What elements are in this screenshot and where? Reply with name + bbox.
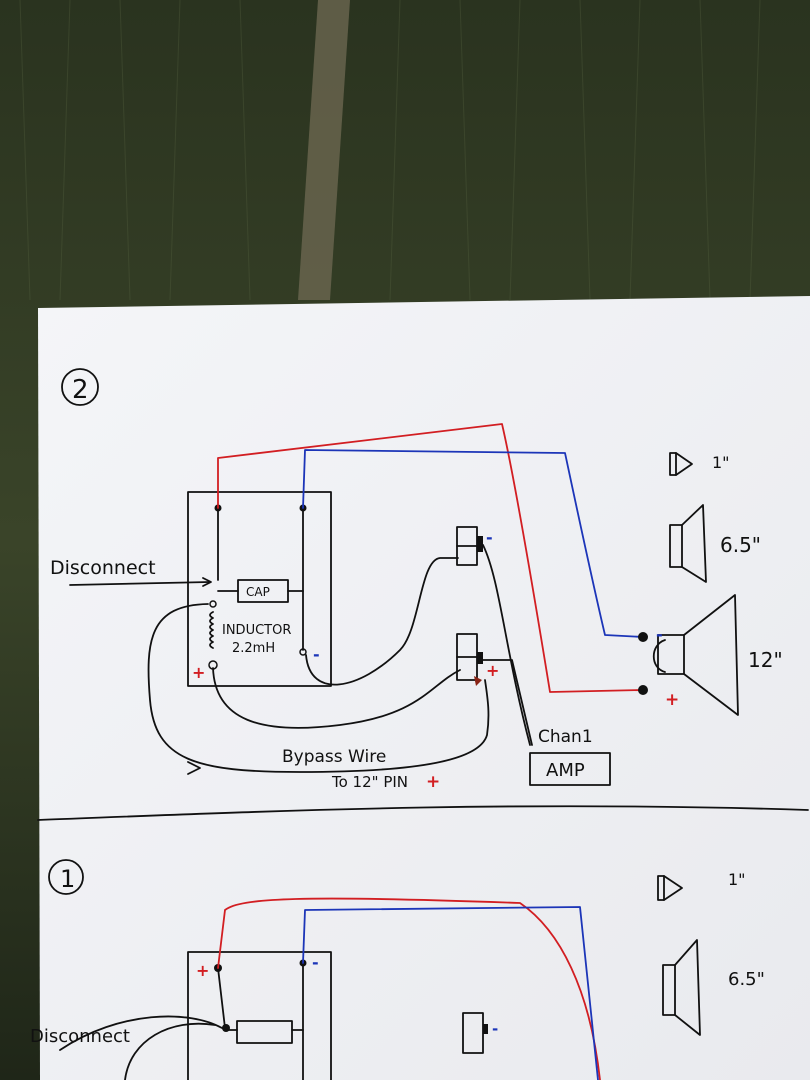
bypass-arrowhead (187, 761, 201, 775)
minus-sign: - (313, 645, 320, 664)
tweeter-size-label: 1" (728, 870, 746, 889)
minus-sign: - (492, 1020, 498, 1038)
amp-box (529, 752, 611, 786)
crossover-board (187, 491, 332, 687)
wall-trim (298, 0, 350, 300)
negative-wire (302, 449, 644, 638)
crossover-left-rail (217, 967, 226, 1029)
positive-wire (217, 423, 644, 693)
crossover-board (187, 951, 332, 1080)
section-divider (37, 805, 809, 821)
amp-label: AMP (546, 760, 585, 781)
amp-wire (482, 659, 533, 746)
plus-sign: + (486, 661, 499, 680)
cap-label: CAP (246, 585, 270, 599)
positive-wire (217, 897, 601, 1080)
disconnect-label: Disconnect (30, 1026, 130, 1047)
midrange-6-5in (669, 504, 707, 583)
disconnect-arrow (59, 1015, 223, 1051)
inductor-label: INDUCTOR (222, 623, 291, 638)
inductor-coil (209, 611, 214, 649)
plus-sign: + (665, 690, 679, 710)
carpet-texture (19, 0, 761, 301)
tweeter-1in (657, 875, 683, 901)
inductor-value: 2.2mH (232, 641, 275, 656)
channel-label: Chan1 (538, 727, 593, 747)
woofer-12in (638, 594, 739, 716)
terminal-block-negative (462, 1012, 488, 1054)
disconnect-arrow (69, 581, 211, 586)
disconnect-arrowhead (202, 577, 212, 587)
amp-wire (482, 544, 531, 746)
to-pin-label: To 12" PIN (331, 773, 408, 791)
minus-sign: - (486, 528, 493, 547)
mid-size-label: 6.5" (720, 533, 761, 557)
step-2-number: 2 (72, 375, 89, 405)
bypass-wire (147, 603, 490, 773)
terminal-block-negative (456, 526, 483, 566)
minus-sign: - (656, 625, 663, 644)
crossover-to-terminal-wire (305, 557, 459, 686)
minus-sign: - (312, 953, 319, 972)
disconnect-label: Disconnect (50, 557, 156, 579)
terminal-block-positive (456, 633, 483, 686)
tweeter-1in (669, 452, 693, 476)
disconnect-arc (124, 1022, 216, 1080)
paper-sheet (38, 296, 810, 1080)
midrange-6-5in (662, 939, 701, 1036)
negative-wire (302, 906, 599, 1080)
plus-sign: + (426, 772, 440, 792)
mid-size-label: 6.5" (728, 969, 765, 990)
diagram-2: 2 CAP INDUCTOR 2.2mH + - Disconnect Byp (50, 368, 783, 792)
terminal-dot (209, 600, 217, 608)
woofer-size-label: 12" (748, 648, 783, 672)
bypass-label: Bypass Wire (282, 747, 386, 767)
terminal-dot (299, 648, 307, 656)
plus-sign: + (192, 663, 205, 682)
crossover-to-terminal-wire (212, 667, 461, 729)
step-1-circle (48, 859, 84, 895)
plus-sign: + (196, 961, 209, 980)
step-1-number: 1 (60, 865, 75, 893)
cap-component (236, 1020, 293, 1044)
step-2-circle (61, 368, 99, 406)
diagram-1: 1 + - Disconnect - 6.5" 1" (30, 859, 765, 1080)
tweeter-size-label: 1" (712, 453, 730, 472)
